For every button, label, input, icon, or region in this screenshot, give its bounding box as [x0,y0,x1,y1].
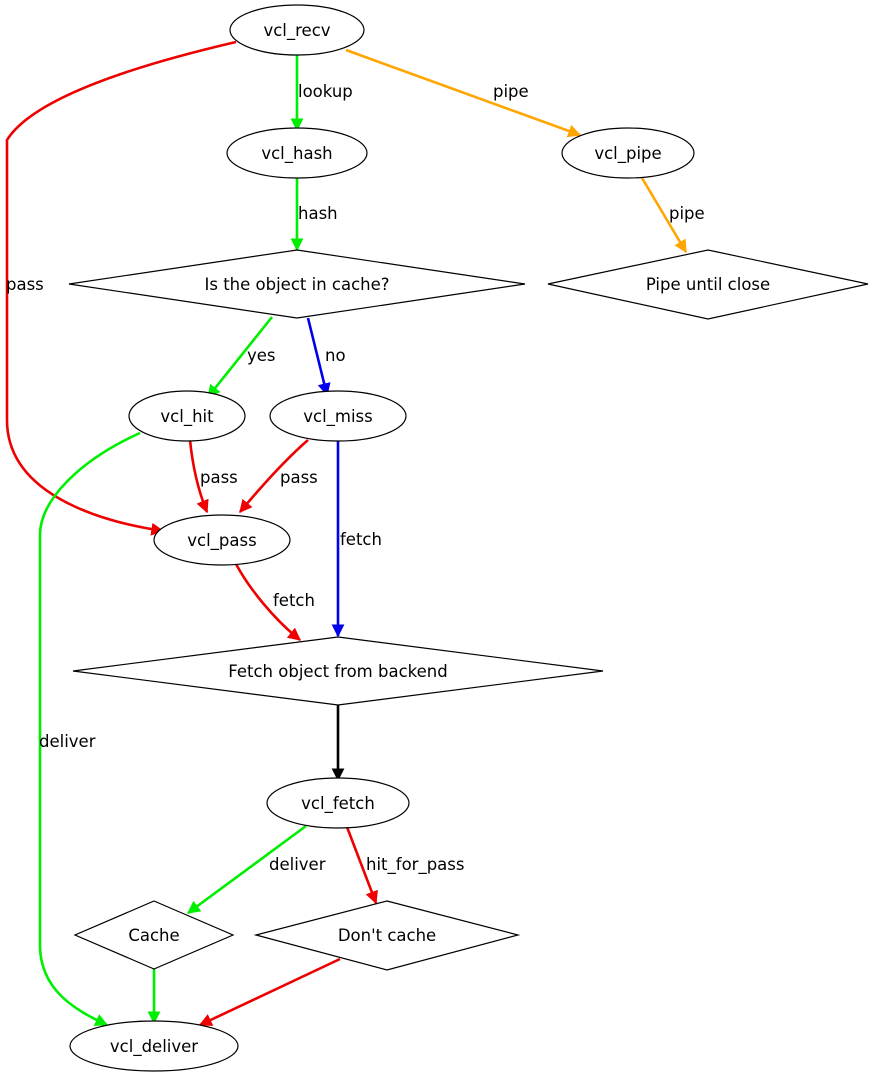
edge-hit-to-deliver [38,431,141,1027]
edge-recv-to-pass [5,40,237,536]
node-in-cache-label: Is the object in cache? [204,275,389,294]
node-dont-cache-label: Don't cache [338,926,436,945]
node-vcl-miss-label: vcl_miss [303,407,373,427]
edge-label-lookup: lookup [298,82,353,101]
edge-label-fetch-miss: fetch [340,530,382,549]
edge-fetch-to-cache [186,824,307,915]
edge-label-pass-miss: pass [280,468,318,487]
edge-fetch-to-dont-cache [345,826,378,905]
node-vcl-hit-label: vcl_hit [160,407,214,427]
edge-decision-to-hit [206,316,274,399]
node-vcl-deliver: vcl_deliver [69,1020,239,1072]
node-fetch-from-backend: Fetch object from backend [72,636,604,706]
node-vcl-recv-label: vcl_recv [263,21,330,41]
edge-decision-to-miss [306,317,331,397]
edge-pipe-to-close [640,177,688,254]
edge-label-yes: yes [247,346,276,365]
edge-recv-to-pipe [345,48,582,138]
edge-label-pass-hit: pass [200,468,238,487]
node-in-cache-decision: Is the object in cache? [68,249,526,319]
node-vcl-pipe-label: vcl_pipe [594,144,661,164]
edge-pass-to-fetch [234,563,302,642]
node-cache-label: Cache [128,926,179,945]
edges [5,40,688,1027]
nodes: vcl_recv vcl_hash vcl_pipe Is the object… [68,4,869,1072]
edge-label-hash: hash [298,204,338,223]
edge-label-pipe-close: pipe [669,204,705,223]
node-vcl-recv: vcl_recv [229,4,365,56]
node-vcl-pass: vcl_pass [153,514,291,566]
node-cache: Cache [73,900,235,970]
edge-miss-to-pass [239,439,309,513]
edge-dont-cache-to-deliver [198,957,341,1027]
edge-labels: lookup pipe pass hash pipe yes no pass p… [6,82,705,875]
edge-label-hit-for-pass: hit_for_pass [366,855,464,875]
node-pipe-until-close-label: Pipe until close [646,275,770,294]
node-vcl-miss: vcl_miss [269,390,407,442]
node-vcl-hit: vcl_hit [128,390,246,442]
node-fetch-from-backend-label: Fetch object from backend [228,662,447,681]
node-vcl-pipe: vcl_pipe [561,127,695,179]
edge-hit-to-pass [188,439,209,514]
edge-label-pipe-recv: pipe [493,82,529,101]
node-pipe-until-close: Pipe until close [547,249,869,320]
edge-label-no: no [325,346,346,365]
edge-label-deliver-fetch: deliver [269,855,326,874]
node-vcl-pass-label: vcl_pass [187,531,256,551]
node-vcl-hash-label: vcl_hash [261,144,332,164]
node-vcl-fetch-label: vcl_fetch [301,794,375,814]
edge-label-pass-recv: pass [6,275,44,294]
edge-label-fetch-pass: fetch [273,591,315,610]
node-vcl-hash: vcl_hash [226,127,368,179]
node-vcl-deliver-label: vcl_deliver [110,1037,198,1057]
node-vcl-fetch: vcl_fetch [266,777,410,829]
node-dont-cache: Don't cache [253,900,521,971]
edge-label-deliver-hit: deliver [39,732,96,751]
